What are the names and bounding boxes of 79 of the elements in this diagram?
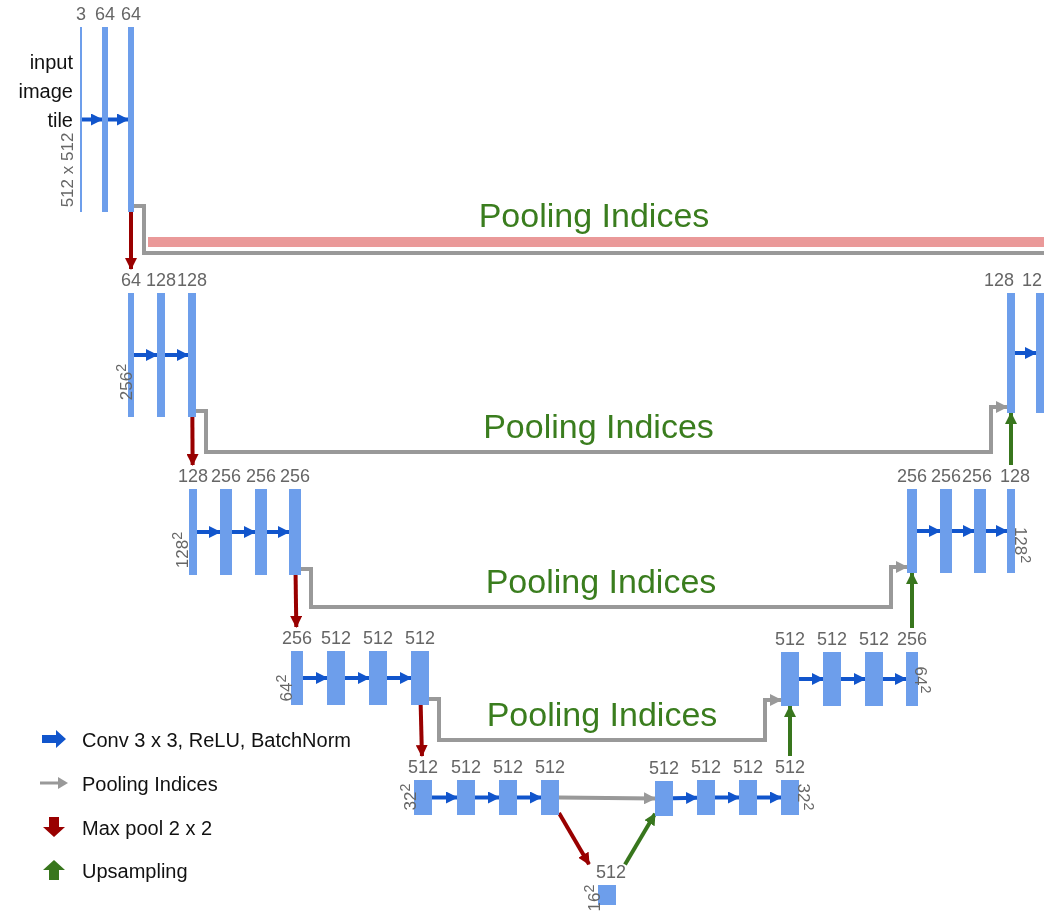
legend-label: Max pool 2 x 2 — [82, 816, 213, 840]
arrow — [1005, 412, 1017, 465]
channel-count: 512 — [321, 627, 351, 649]
arrow — [345, 672, 370, 684]
arrow — [108, 113, 129, 126]
channel-count: 128 — [178, 465, 208, 487]
channel-count: 512 — [733, 756, 763, 778]
arrow — [387, 672, 412, 684]
channel-count: 512 — [405, 627, 435, 649]
arrow — [475, 791, 500, 804]
arrow — [429, 694, 782, 742]
channel-count: 128 — [177, 269, 207, 291]
arrow — [134, 349, 158, 361]
edge-label: Pooling Indices — [486, 696, 718, 732]
channel-count: 256 — [280, 465, 310, 487]
input-caption: input image tile — [17, 50, 73, 133]
arrow — [196, 401, 1008, 454]
channel-count: 512 — [691, 756, 721, 778]
channel-count: 256 — [282, 627, 312, 649]
arrow — [517, 791, 542, 804]
channel-count: 256 — [897, 465, 927, 487]
arrow — [952, 525, 975, 537]
legend-label: Pooling Indices — [82, 772, 218, 796]
legend-label: Upsampling — [82, 859, 188, 883]
arrow — [232, 526, 256, 538]
channel-count: 512 — [859, 628, 889, 650]
arrow — [559, 792, 656, 805]
arrow — [784, 705, 796, 756]
arrow — [906, 572, 918, 628]
arrow — [186, 417, 199, 466]
channel-count: 64 — [95, 3, 115, 25]
channel-count: 512 — [493, 756, 523, 778]
channel-count: 128 — [146, 269, 176, 291]
channel-count: 64 — [121, 3, 141, 25]
arrow — [290, 574, 303, 628]
arrow — [883, 673, 907, 685]
channel-count: 256 — [211, 465, 241, 487]
legend-label: Conv 3 x 3, ReLU, BatchNorm — [82, 728, 351, 752]
arrow — [672, 792, 698, 804]
arrow — [841, 673, 866, 685]
channel-count: 512 — [535, 756, 565, 778]
channel-count: 12 — [1022, 269, 1042, 291]
size-label: 512 x 512 — [58, 132, 78, 208]
arrow — [986, 525, 1008, 537]
channel-count: 128 — [1000, 465, 1030, 487]
channel-count: 512 — [363, 627, 393, 649]
arrow — [715, 791, 740, 804]
arrow — [125, 212, 137, 270]
channel-count: 256 — [897, 628, 927, 650]
channel-count: 256 — [931, 465, 961, 487]
channel-count: 512 — [775, 628, 805, 650]
channel-count: 3 — [76, 3, 86, 25]
channel-count: 512 — [451, 756, 481, 778]
channel-count: 512 — [649, 757, 679, 779]
channel-count: 512 — [596, 861, 626, 883]
arrow — [557, 811, 591, 866]
arrow — [623, 812, 657, 866]
arrow — [432, 791, 458, 804]
channel-count: 128 — [984, 269, 1014, 291]
arrow — [165, 349, 189, 361]
channel-count: 512 — [775, 756, 805, 778]
arrow — [267, 526, 290, 538]
arrow — [1015, 347, 1037, 359]
edge-label: Pooling Indices — [478, 197, 710, 233]
arrow — [415, 704, 428, 757]
arrow — [757, 791, 782, 804]
channel-count: 256 — [962, 465, 992, 487]
channel-count: 64 — [121, 269, 141, 291]
edge-label: Pooling Indices — [483, 408, 714, 444]
arrow — [301, 561, 908, 609]
arrow — [82, 113, 103, 126]
arrow — [197, 526, 221, 538]
channel-count: 256 — [246, 465, 276, 487]
arrow — [917, 525, 941, 537]
edge-label: Pooling Indices — [485, 563, 717, 599]
arrow — [799, 673, 824, 685]
arrow — [303, 672, 328, 684]
channel-count: 512 — [817, 628, 847, 650]
channel-count: 512 — [408, 756, 438, 778]
